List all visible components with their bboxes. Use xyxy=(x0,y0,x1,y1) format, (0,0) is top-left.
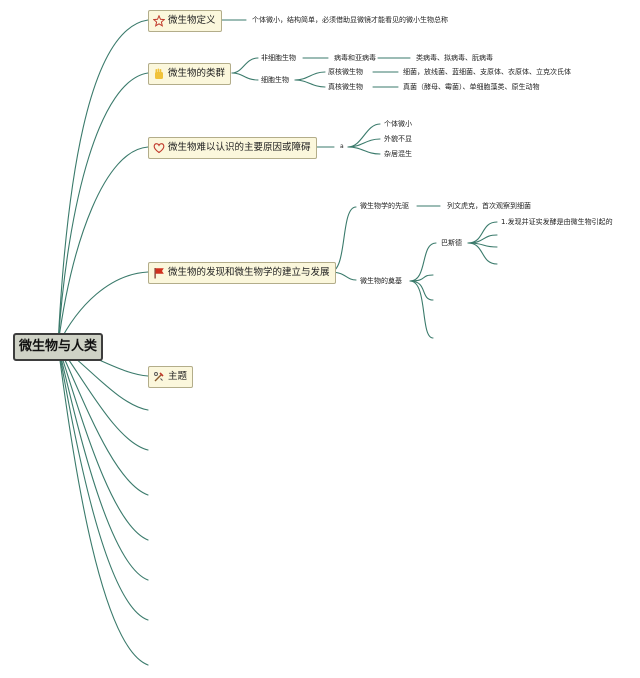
topic-groups[interactable]: 微生物的类群 xyxy=(148,63,232,85)
branch-empty-6 xyxy=(57,344,149,621)
founder-label[interactable]: 微生物的奠基 xyxy=(360,277,402,285)
obstacles-connector-label[interactable]: a xyxy=(340,143,344,150)
pioneer-detail[interactable]: 列文虎克，首次观察到细菌 xyxy=(447,202,531,210)
tools-icon xyxy=(153,371,165,383)
definition-text[interactable]: 个体微小，结构简单，必须借助显微镜才能看见的微小生物总称 xyxy=(252,16,448,24)
eukaryote-detail[interactable]: 真菌（酵母、霉菌）、单细胞藻类、原生动物 xyxy=(403,83,540,91)
obstacle-item[interactable]: 外貌不显 xyxy=(384,135,412,143)
branch-empty-3 xyxy=(57,344,149,496)
topic-discovery[interactable]: 微生物的发现和微生物学的建立与发展 xyxy=(148,262,336,284)
obstacle-item[interactable]: 杂居混生 xyxy=(384,150,412,158)
heart-icon xyxy=(153,142,165,154)
root-topic[interactable]: 微生物与人类 xyxy=(13,333,103,361)
branch-obstacles xyxy=(57,146,149,346)
virus-detail[interactable]: 类病毒、拟病毒、朊病毒 xyxy=(416,54,493,62)
topic-definition[interactable]: 微生物定义 xyxy=(148,10,222,32)
topic-discovery-label: 微生物的发现和微生物学的建立与发展 xyxy=(168,267,330,278)
pasteur-label[interactable]: 巴斯德 xyxy=(441,239,462,247)
topic-theme[interactable]: 主题 xyxy=(148,366,194,388)
branch-definition xyxy=(57,19,149,346)
pioneer-label[interactable]: 微生物学的先驱 xyxy=(360,202,409,210)
noncellular-label[interactable]: 非细胞生物 xyxy=(261,54,296,62)
branch-empty-7 xyxy=(57,344,149,666)
star-icon xyxy=(153,15,165,27)
pasteur-item-1[interactable]: 1.发现并证实发酵是由微生物引起的 xyxy=(501,218,613,226)
branch-empty-4 xyxy=(57,344,149,541)
branch-empty-5 xyxy=(57,344,149,581)
prokaryote-detail[interactable]: 细菌，放线菌、蓝细菌、支原体、衣原体、立克次氏体 xyxy=(403,68,571,76)
obstacle-item[interactable]: 个体微小 xyxy=(384,120,412,128)
virus-label[interactable]: 病毒和亚病毒 xyxy=(334,54,376,62)
branch-discovery xyxy=(57,271,149,346)
eukaryote-label[interactable]: 真核微生物 xyxy=(328,83,363,91)
prokaryote-label[interactable]: 原核微生物 xyxy=(328,68,363,76)
cellular-label[interactable]: 细胞生物 xyxy=(261,76,289,84)
flag-icon xyxy=(153,267,165,279)
topic-obstacles[interactable]: 微生物难以认识的主要原因或障碍 xyxy=(148,137,317,159)
topic-definition-label: 微生物定义 xyxy=(168,15,216,26)
topic-obstacles-label: 微生物难以认识的主要原因或障碍 xyxy=(168,142,311,153)
hand-icon xyxy=(153,68,165,80)
topic-groups-label: 微生物的类群 xyxy=(168,68,226,79)
topic-theme-label: 主题 xyxy=(168,371,188,382)
branch-groups xyxy=(57,72,149,346)
